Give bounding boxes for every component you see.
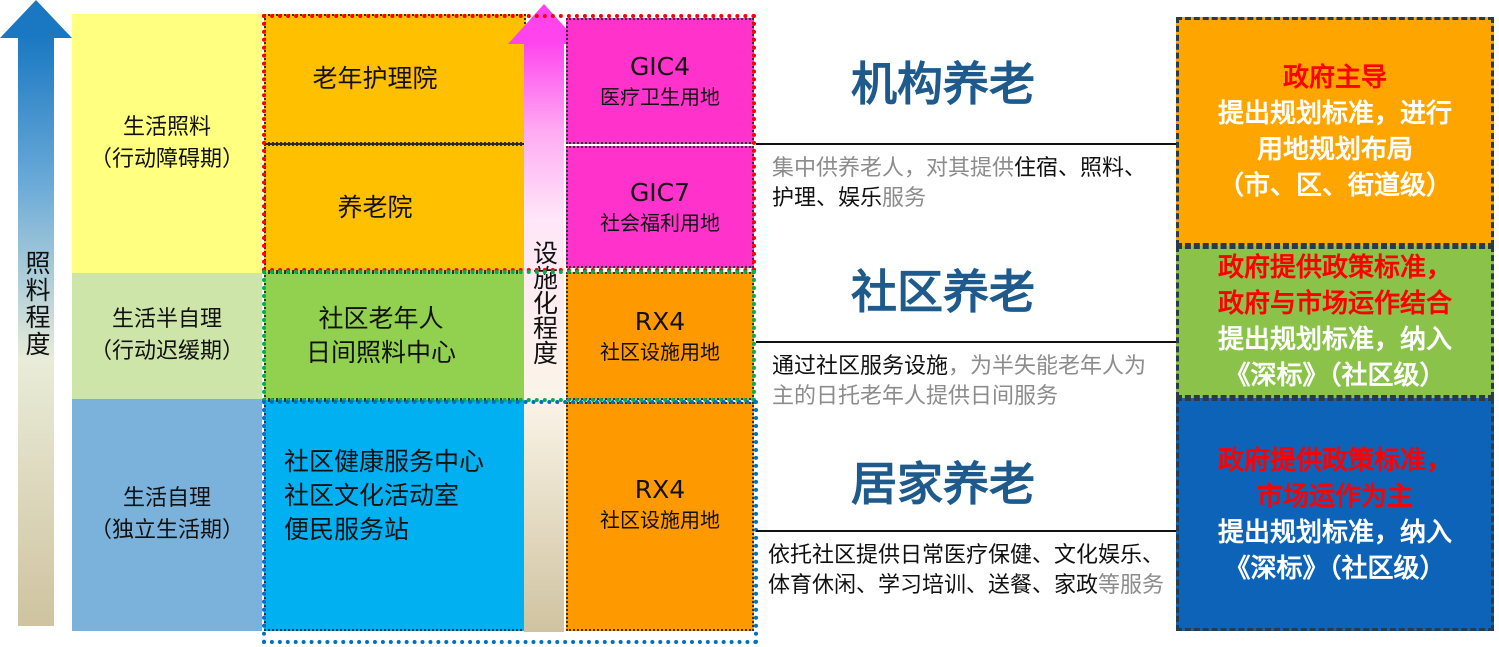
desc-text-dark: 住宿、照料、护理、娱乐: [772, 156, 1147, 211]
policy-text: 《深标》（社区级）: [1224, 553, 1446, 584]
stage-title: 生活照料: [122, 114, 211, 140]
land-use-name: 社区设施用地: [600, 340, 720, 364]
land-use-gic7: GIC7 社会福利用地: [566, 146, 754, 268]
policy-heading: 政府与市场运作结合: [1217, 289, 1452, 319]
facility-nursing-home: 老年护理院: [264, 14, 526, 144]
land-use-code: GIC7: [629, 178, 691, 207]
policy-heading: 政府提供政策标准，: [1217, 445, 1452, 476]
stage-period: （行动障碍期）: [89, 146, 244, 172]
mode-divider-line: [756, 143, 1176, 145]
mode-description-home: 依托社区提供日常医疗保健、文化娱乐、体育休闲、学习培训、送餐、家政等服务: [768, 541, 1166, 601]
land-use-code: GIC4: [629, 52, 691, 81]
facility-label: 社区文化活动室: [284, 480, 460, 510]
stage-period: （独立生活期）: [89, 518, 244, 543]
stage-semi-independent: 生活半自理 （行动迟缓期）: [72, 273, 262, 399]
policy-text: 提出规划标准，纳入: [1217, 325, 1452, 355]
mode-description-community: 通过社区服务设施，为半失能老年人为主的日托老年人提供日间服务: [772, 352, 1164, 412]
mode-description-institutional: 集中供养老人，对其提供住宿、照料、护理、娱乐服务: [772, 154, 1164, 214]
care-level-arrow-head: [0, 0, 72, 38]
desc-text-grey: ，为半失能老年人为主的日托老年人提供日间服务: [772, 354, 1147, 409]
facility-community-services: 社区健康服务中心 社区文化活动室 便民服务站: [264, 400, 526, 631]
care-level-label: 照料程度: [22, 250, 51, 358]
facility-label: 便民服务站: [284, 514, 410, 544]
policy-heading: 政府提供政策标准，: [1217, 253, 1452, 283]
desc-text-dark: 通过社区服务设施: [772, 354, 949, 379]
desc-text-grey: 服务: [882, 186, 927, 211]
land-use-name: 医疗卫生用地: [600, 85, 720, 109]
facility-divider: [264, 143, 526, 145]
facility-label: 老年护理院: [312, 64, 438, 93]
policy-text: 《深标》（社区级）: [1224, 361, 1446, 391]
desc-text-grey: 等服务: [1098, 573, 1165, 598]
policy-text: 用地规划布局: [1256, 134, 1413, 165]
facilitation-arrow: [524, 42, 564, 632]
stage-period: （行动迟缓期）: [89, 339, 244, 364]
facilitation-label: 设施化程度: [529, 240, 559, 365]
policy-text: （市、区、街道级）: [1217, 170, 1452, 201]
facility-label: 日间照料中心: [305, 338, 456, 367]
policy-box-market-led: 政府提供政策标准， 市场运作为主 提出规划标准，纳入 《深标》（社区级）: [1176, 398, 1494, 631]
policy-box-government-market: 政府提供政策标准， 政府与市场运作结合 提出规划标准，纳入 《深标》（社区级）: [1176, 246, 1494, 398]
institutional-group-outline: [262, 14, 756, 272]
land-use-gic4: GIC4 医疗卫生用地: [566, 18, 754, 144]
stage-title: 生活半自理: [111, 307, 222, 332]
land-use-rx4-home: RX4 社区设施用地: [566, 402, 754, 631]
stage-care-needed: 生活照料 （行动障碍期）: [72, 14, 262, 273]
mode-divider-line: [756, 530, 1176, 532]
facility-label: 养老院: [337, 193, 413, 222]
stage-independent: 生活自理 （独立生活期）: [72, 399, 262, 631]
policy-box-government-led: 政府主导 提出规划标准，进行 用地规划布局 （市、区、街道级）: [1176, 17, 1494, 246]
mode-divider-line: [756, 341, 1176, 343]
land-use-name: 社会福利用地: [600, 211, 720, 235]
policy-text: 提出规划标准，进行: [1217, 98, 1452, 129]
stage-title: 生活自理: [122, 486, 211, 511]
home-group-outline: [262, 400, 758, 644]
mode-title-institutional: 机构养老: [851, 57, 1035, 111]
mode-title-community: 社区养老: [851, 265, 1035, 319]
facility-label: 社区健康服务中心: [284, 446, 485, 476]
desc-text-grey: 集中供养老人，对其提供: [772, 156, 1015, 181]
policy-heading: 政府主导: [1282, 62, 1387, 93]
land-use-code: RX4: [634, 474, 686, 504]
facility-label: 社区老年人: [318, 304, 444, 333]
desc-text-dark: 依托社区提供日常医疗保健、文化娱乐、体育休闲、学习培训、送餐、家政: [768, 543, 1165, 598]
policy-heading: 市场运作为主: [1256, 481, 1413, 512]
policy-text: 提出规划标准，纳入: [1217, 517, 1452, 548]
land-use-code: RX4: [634, 307, 686, 336]
care-level-arrow: [18, 36, 54, 626]
community-group-outline: [262, 270, 756, 402]
land-use-name: 社区设施用地: [600, 507, 720, 532]
mode-title-home: 居家养老: [851, 457, 1035, 511]
